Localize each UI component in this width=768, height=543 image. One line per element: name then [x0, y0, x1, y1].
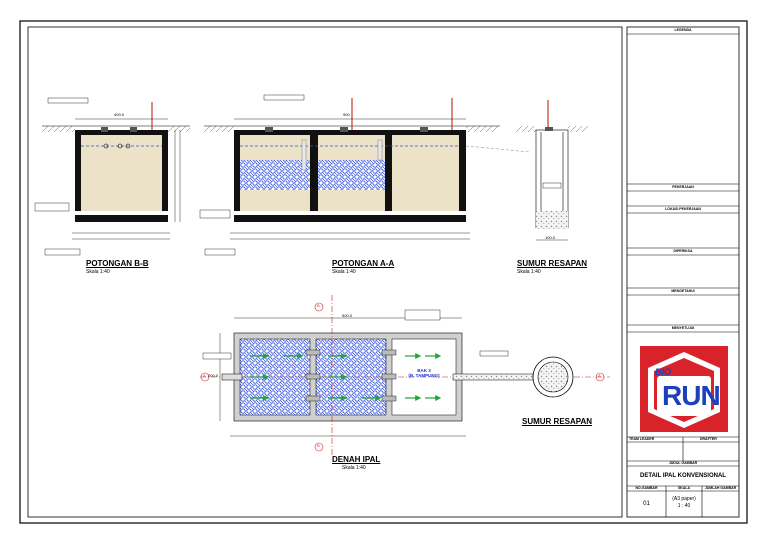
pekerjaan-header: PEKERJAAN [672, 185, 694, 189]
potongan-bb-scale: Skala 1:40 [86, 269, 110, 275]
sumur-plan-title: SUMUR RESAPAN [522, 417, 593, 426]
no-gambar-header: NO.GAMBAR [635, 486, 658, 490]
denah-ipal-drawing [200, 295, 610, 455]
denah-top-dim: 500.0 [342, 313, 353, 318]
marker-a-right: A [598, 373, 601, 378]
lokasi-header: LOKASI PEKERJAAN [665, 207, 701, 211]
section-sumur-drawing [516, 100, 588, 241]
sumur-section-title: SUMUR RESAPAN [517, 259, 588, 268]
bak3-label: BAK 3 (B. TAMPUNG) [402, 368, 446, 379]
marker-b-bottom: B [317, 443, 320, 448]
mengetahui-header: MENGETAHUI [671, 289, 695, 293]
diperiksa-header: DIPERIKSA [673, 249, 693, 253]
denah-ipal-scale: Skala 1:40 [342, 465, 366, 471]
potongan-bb-width-dim: 400.0 [114, 112, 125, 117]
menyetujui-header: MENYETUJUI [671, 326, 695, 330]
potongan-aa-title: POTONGAN A-A [332, 259, 395, 268]
drawing-title: DETAIL IPAL KONVENSIONAL [640, 473, 726, 479]
title-block-lines [627, 33, 739, 517]
section-bb-drawing [34, 97, 190, 256]
sumur-section-scale: Skala 1:40 [517, 269, 541, 275]
judul-gambar-header: JUDUL GAMBAR [668, 461, 698, 465]
skala-value-1: (A3 paper) [672, 496, 696, 502]
title-block-border [626, 26, 740, 518]
biorun-logo [640, 346, 728, 432]
logo-bio-text: BIO [655, 367, 672, 377]
sumur-diameter-dim: 100.0 [545, 235, 556, 240]
potongan-aa-width-dim: 900 [343, 112, 350, 117]
logo-run-text: RUN [662, 380, 721, 411]
sheet-border [19, 20, 748, 524]
bak3-line1: BAK 3 [417, 368, 431, 373]
section-aa-drawing [199, 94, 531, 256]
skala-value-2: 1 : 40 [677, 503, 691, 509]
marker-a-left: A [203, 373, 206, 378]
denah-ipal-title: DENAH IPAL [332, 455, 381, 464]
no-gambar-value: 01 [643, 501, 650, 507]
team-leader-header: TEAM LEADER [629, 437, 655, 441]
legenda-header: LEGENDA [674, 28, 692, 32]
jumlah-gambar-header: JUMLAH GAMBAR [704, 486, 737, 490]
potongan-aa-scale: Skala 1:40 [332, 269, 356, 275]
marker-b-top: B [317, 303, 320, 308]
denah-left-dim: 200.0 [208, 373, 219, 378]
potongan-bb-title: POTONGAN B-B [86, 259, 149, 268]
drawing-area-border [27, 26, 623, 518]
bak3-line2: (B. TAMPUNG) [408, 373, 440, 379]
drafter-header: DRAFTER [700, 437, 717, 441]
skala-header: SKALA [677, 486, 691, 490]
